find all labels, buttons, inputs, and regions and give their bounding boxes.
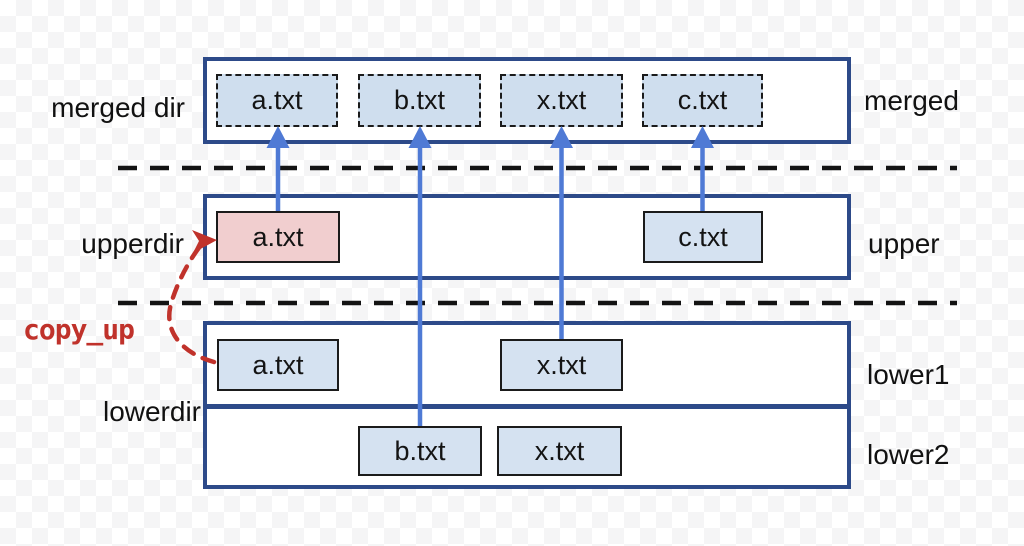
file-box-lower2-b: b.txt [358, 426, 482, 476]
file-box-lower2-x: x.txt [497, 426, 622, 476]
file-box-merged-c: c.txt [642, 74, 763, 127]
file-box-lower1-a: a.txt [217, 339, 339, 391]
file-box-merged-b: b.txt [358, 74, 481, 127]
label-lower2: lower2 [867, 439, 950, 470]
file-box-upper-c: c.txt [643, 211, 763, 263]
label-upper: upper [868, 228, 940, 259]
file-box-upper-a-copied-up: a.txt [216, 211, 340, 263]
file-box-lower1-x: x.txt [500, 339, 623, 391]
label-merged: merged [864, 85, 959, 116]
lower1-lower2-divider [207, 404, 847, 409]
file-box-merged-a: a.txt [216, 74, 338, 127]
label-upperdir: upperdir [81, 228, 184, 259]
label-merged-dir: merged dir [51, 92, 185, 123]
label-lowerdir: lowerdir [102, 396, 201, 427]
label-lower1: lower1 [867, 359, 950, 390]
file-box-merged-x: x.txt [500, 74, 623, 127]
label-copy-up: copy_up [23, 313, 135, 346]
